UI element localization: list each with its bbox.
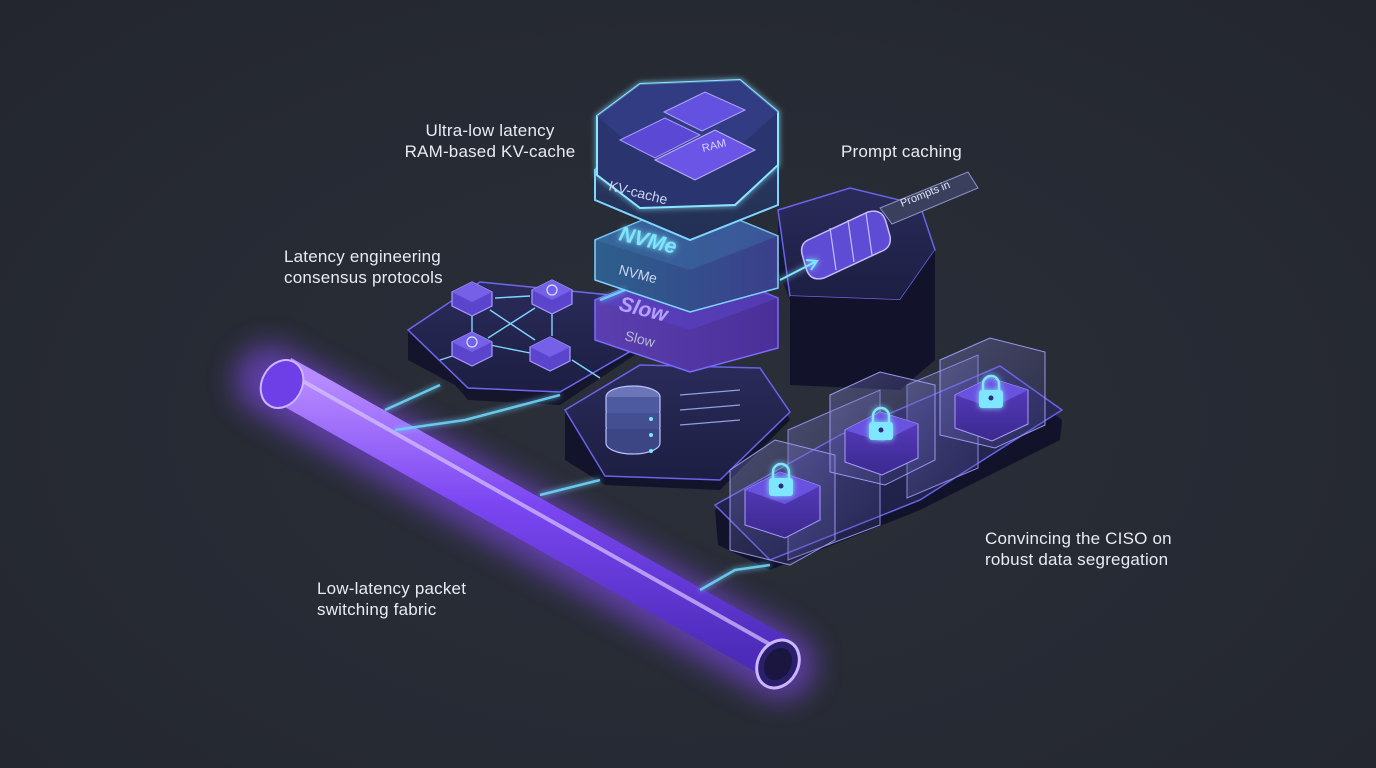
padlock-icon bbox=[979, 374, 1003, 408]
fabric-connectors bbox=[384, 288, 771, 592]
prompts-in-pipe: Prompts in bbox=[879, 171, 979, 225]
slow-layer-label: Slow bbox=[623, 327, 657, 350]
segregation-callout-line-1: Convincing the CISO on bbox=[985, 529, 1172, 548]
ram-chip-label: RAM bbox=[701, 137, 728, 155]
network-node-icon bbox=[531, 279, 573, 315]
kv-cache-callout-line-1: Ultra-low latency bbox=[425, 121, 555, 140]
glowing-pipe bbox=[235, 345, 815, 700]
segregation-callout: Convincing the CISO on robust data segre… bbox=[985, 528, 1172, 570]
prompt-cache-cylinders bbox=[800, 210, 892, 280]
database-icon bbox=[605, 385, 661, 455]
network-node-icon bbox=[451, 331, 493, 367]
padlock-icon bbox=[869, 406, 893, 440]
database-lines bbox=[679, 389, 741, 426]
fabric-callout-line-2: switching fabric bbox=[317, 600, 437, 619]
secure-enclave-3 bbox=[939, 337, 1046, 449]
storage-tier-stack: RAM KV-cache NVMe NVMe Slow Slow bbox=[594, 78, 779, 373]
kv-cache-callout: Ultra-low latency RAM-based KV-cache bbox=[380, 120, 600, 162]
consensus-callout-line-1: Latency engineering bbox=[284, 247, 441, 266]
secure-enclave-1 bbox=[729, 439, 836, 566]
consensus-callout: Latency engineering consensus protocols bbox=[284, 246, 443, 288]
fabric-callout-line-1: Low-latency packet bbox=[317, 579, 467, 598]
prompt-arrow bbox=[779, 259, 819, 281]
fabric-callout: Low-latency packet switching fabric bbox=[317, 578, 466, 620]
segregation-callout-line-2: robust data segregation bbox=[985, 550, 1169, 569]
prompt-caching-callout: Prompt caching bbox=[841, 141, 962, 162]
padlock-icon bbox=[769, 462, 793, 496]
consensus-callout-line-2: consensus protocols bbox=[284, 268, 443, 287]
network-node-icon bbox=[451, 281, 493, 317]
network-node-icon bbox=[529, 336, 571, 372]
kv-cache-callout-line-2: RAM-based KV-cache bbox=[404, 142, 576, 161]
prompt-caching-callout-line-1: Prompt caching bbox=[841, 142, 962, 161]
